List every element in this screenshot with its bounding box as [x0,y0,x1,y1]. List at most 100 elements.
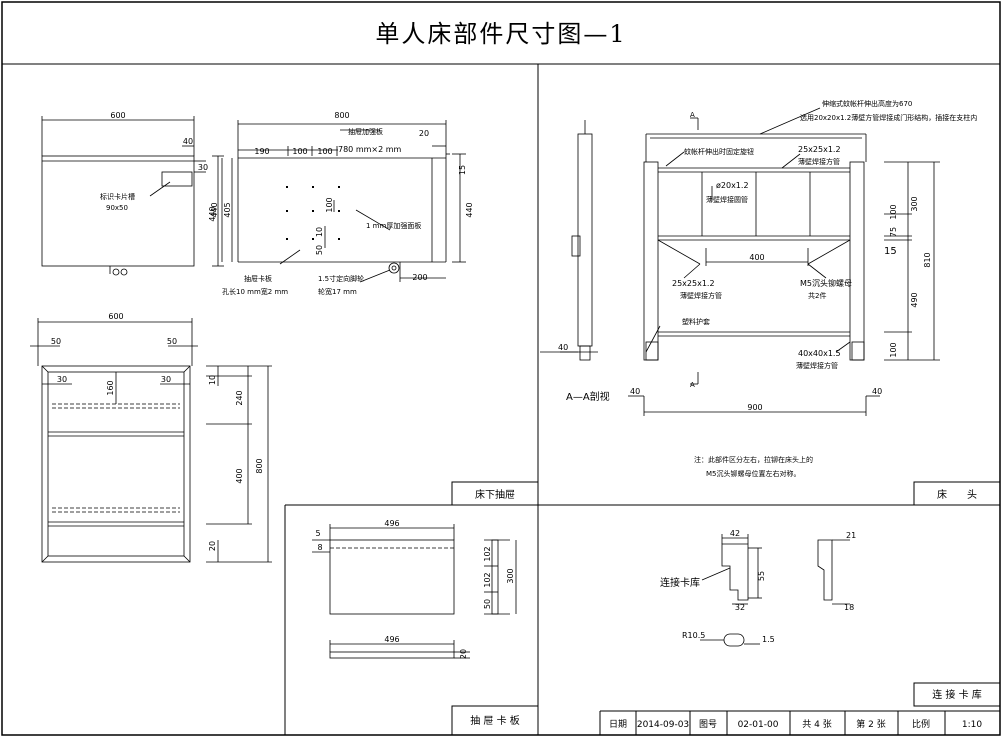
page-title: 单人床部件尺寸图—1 [375,20,626,48]
bh-d40a: 40 [630,387,640,396]
front-dim-30: 30 [198,163,208,172]
bottom-view-dashes [52,403,180,513]
tb-total: 共 4 张 [802,719,831,730]
thin-tube-b: 薄壁焊接方管 [680,291,722,300]
side-h100: 100 [325,197,334,212]
bolt-count: 共2件 [808,291,826,300]
side-h50: 50 [315,245,324,255]
side-d190: 190 [254,147,269,156]
bh-d100b: 100 [889,342,898,357]
dp-d20: 20 [459,649,468,659]
dp-d300: 300 [506,568,515,583]
bottom-d30b: 30 [161,375,171,384]
tb-drawing-no: 02-01-00 [738,720,779,730]
conn-r10: R10.5 [682,631,705,640]
tube25a: 25x25x1.2 [798,145,841,154]
section-mark-a2: A [690,381,695,389]
side-width: 800 [334,111,349,120]
bottom-d160: 160 [106,380,115,395]
bh-d40b: 40 [872,387,882,396]
bh-d15: 15 [884,246,897,257]
tb-scale: 1:10 [962,720,982,730]
bh-d900: 900 [747,403,762,412]
round-tube: ø20x1.2 [716,181,749,190]
caster-label: 1.5寸定向脚轮 [318,274,364,283]
bh-d75: 75 [889,227,898,237]
tb-date: 2014-09-03 [637,720,689,730]
note-top-2: 选用20x20x1.2薄壁方管焊接成门形结构，插接在支柱内 [800,113,977,122]
thin-round-label: 薄壁焊接圆管 [706,195,748,204]
side-d20: 20 [419,129,429,138]
thin-tube-c: 薄壁焊接方管 [796,361,838,370]
bh-d40-left: 40 [558,343,568,352]
drawer-holes [286,186,340,240]
panel-label-drawer-plate: 抽 屉 卡 板 [470,714,520,727]
dp-d496a: 496 [384,519,399,528]
hole-size-label: 孔长10 mm宽2 mm [222,287,288,296]
side-view [221,120,466,283]
front-dim-40: 40 [183,137,193,146]
note-top-1: 伸缩式蚊帐杆伸出高度为670 [822,99,912,108]
side-h405: 405 [223,202,232,217]
bottom-d400: 400 [235,468,244,483]
bed-head-view [540,107,940,416]
bh-d300: 300 [910,196,919,211]
drawer-card-label: 抽屉卡板 [244,274,272,283]
side-h440: 440 [465,202,474,217]
side-d100b: 100 [317,147,332,156]
plate-1mm-label: 1 mm厚加强面板 [366,221,421,230]
note-2: M5沉头铆螺母位置左右对称。 [706,469,801,478]
panel-label-connector: 连 接 卡 库 [932,688,982,701]
side-d100a: 100 [292,147,307,156]
bh-d100a: 100 [889,204,898,219]
bottom-width: 600 [108,312,123,321]
conn-d42: 42 [730,529,740,538]
note-1: 注：此部件区分左右，拉铆在床头上的 [694,455,813,464]
conn-label: 连接卡库 [660,576,700,589]
bolt-label: M5沉头铆螺母 [800,278,852,288]
bh-d490: 490 [910,292,919,307]
section-view-label: A—A剖视 [566,390,610,403]
dp-d50: 50 [483,599,492,609]
side-d200: 200 [412,273,427,282]
bottom-d20: 20 [208,541,217,551]
front-width: 600 [110,111,125,120]
dp-d8: 8 [317,543,322,552]
conn-d15: 1.5 [762,635,775,644]
dp-d5: 5 [315,529,320,538]
dp-d496b: 496 [384,635,399,644]
side-h440-left: 440 [210,202,219,217]
side-d780: 780 mm×2 mm [338,145,402,154]
conn-d21: 21 [846,531,856,540]
caster-wheel-label: 轮宽17 mm [318,287,357,296]
side-h10: 10 [315,227,324,237]
thin-tube-a: 薄壁焊接方管 [798,157,840,166]
tb-sheet: 第 2 张 [856,718,885,730]
rod-clip-label: 蚊帐杆伸出时固定旋钮 [684,147,754,156]
tube40: 40x40x1.5 [798,349,841,358]
conn-d55: 55 [757,571,766,581]
bottom-d50a: 50 [51,337,61,346]
bh-d810: 810 [923,252,932,267]
tb-drawing-no-label: 图号 [699,719,717,730]
bottom-view [30,318,272,563]
bh-d400: 400 [749,253,764,262]
front-view [41,116,224,276]
section-mark-a: A [690,111,695,119]
label-size: 90x50 [106,204,128,212]
tube25b: 25x25x1.2 [672,279,715,288]
tb-scale-label: 比例 [912,718,930,730]
side-d15: 15 [458,165,467,175]
bottom-d30a: 30 [57,375,67,384]
dp-d102b: 102 [483,572,492,587]
tb-date-label: 日期 [609,719,627,730]
conn-d18: 18 [844,603,854,612]
drawer-plate-view [312,524,517,659]
connector-view [700,534,850,647]
bottom-d800: 800 [255,458,264,473]
dp-d102a: 102 [483,546,492,561]
bottom-d240: 240 [235,390,244,405]
plastic-label: 塑料护套 [682,317,710,326]
